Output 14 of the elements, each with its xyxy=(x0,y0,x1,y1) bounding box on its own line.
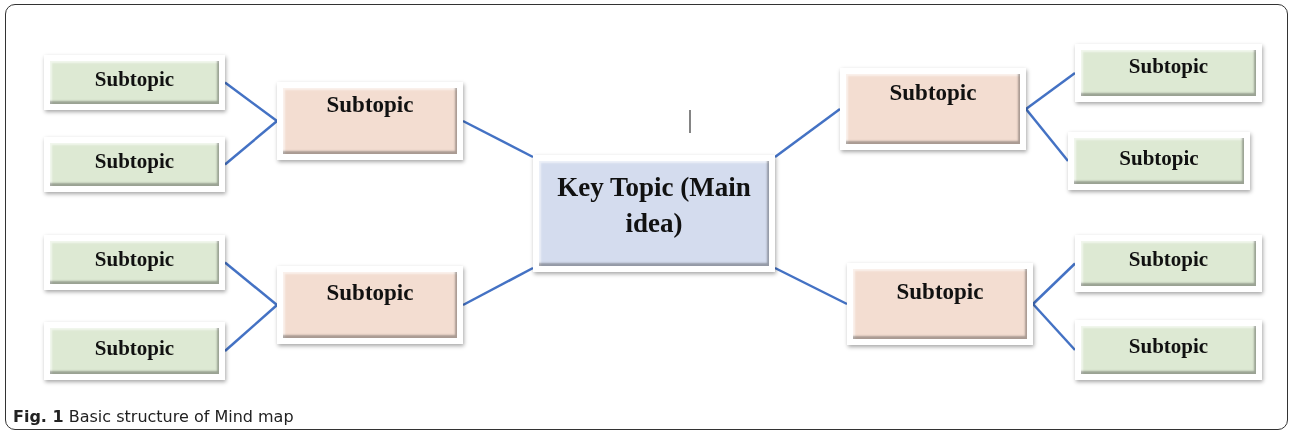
connector-line xyxy=(224,304,278,352)
connector-line xyxy=(224,120,278,166)
connector-line xyxy=(774,266,848,306)
connector-line xyxy=(462,266,534,307)
key-topic-box: Key Topic (Main idea) xyxy=(533,155,775,272)
connector-line xyxy=(224,261,278,306)
connector-line xyxy=(224,81,278,122)
connector-line xyxy=(774,108,841,158)
connector-line xyxy=(1032,262,1076,305)
connector-line xyxy=(462,119,534,159)
connector-line xyxy=(1025,72,1076,110)
connector-line xyxy=(1025,108,1069,162)
figure-caption: Fig. 1 Basic structure of Mind map xyxy=(13,407,294,426)
connector-line xyxy=(1032,303,1076,351)
